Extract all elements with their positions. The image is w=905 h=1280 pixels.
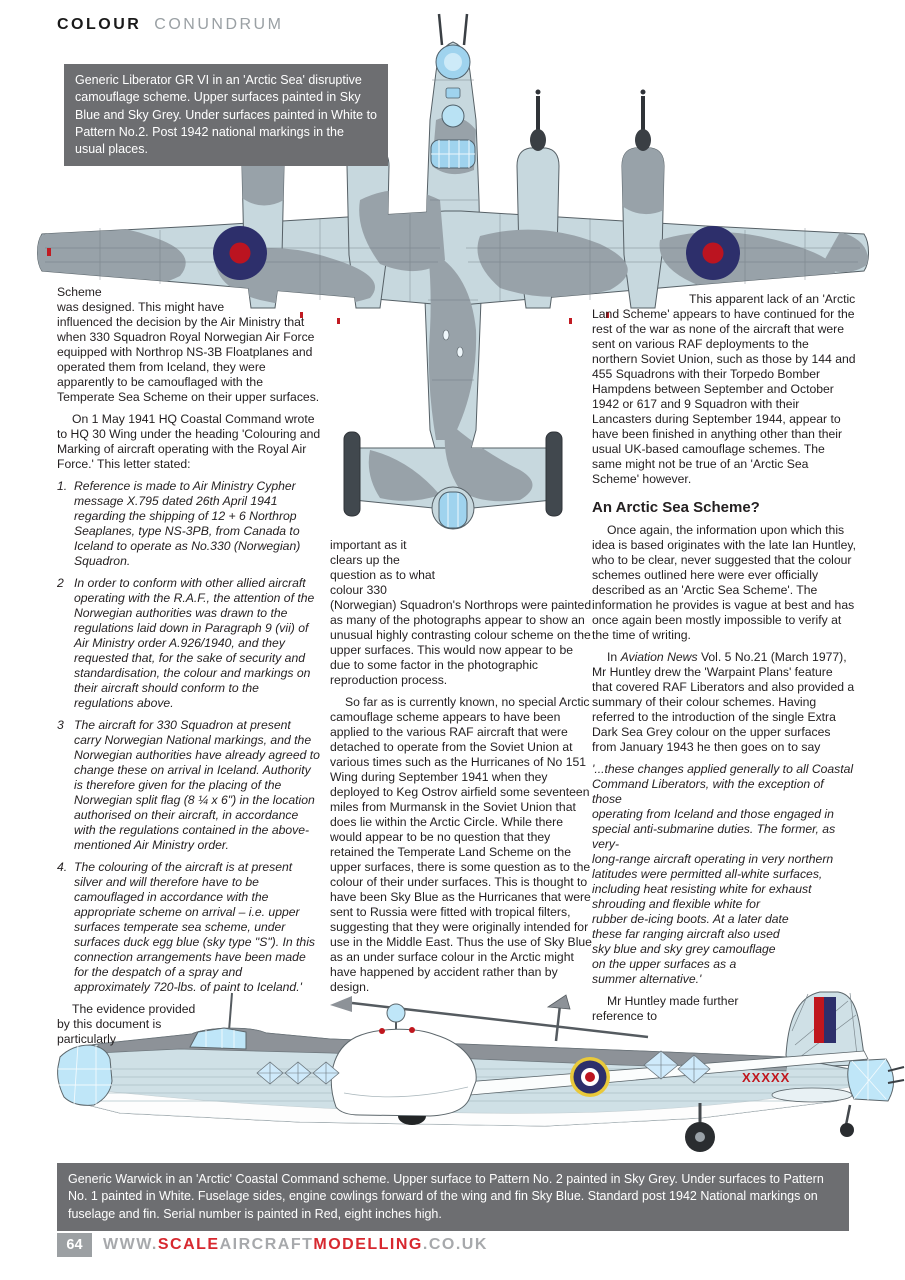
list-item: 3 The aircraft for 330 Squadron at prese…: [57, 718, 321, 853]
port-wing-tip: [330, 996, 352, 1012]
red-stencil-marks: [47, 248, 609, 324]
paragraph-text: Vol. 5 No.21 (March 1977), Mr Huntley dr…: [592, 650, 855, 755]
starboard-fin: [545, 431, 563, 517]
port-fin: [343, 431, 361, 517]
paragraph: The evidence provided by this document i…: [57, 1002, 196, 1046]
paragraph: This apparent lack of an 'Arctic Land Sc…: [592, 292, 856, 486]
caption-liberator: Generic Liberator GR VI in an 'Arctic Se…: [64, 64, 388, 167]
website-url: WWW.SCALEAIRCRAFTMODELLING.CO.UK: [103, 1236, 488, 1254]
paragraph: Once again, the information upon which t…: [592, 523, 856, 643]
cockpit-canopy: [189, 1027, 247, 1050]
quotation: '...these changes applied generally to a…: [592, 762, 854, 987]
white-belly: [66, 1081, 883, 1127]
waist-window: [456, 346, 464, 358]
page-title: COLOUR CONUNDRUM: [57, 16, 283, 34]
paragraph: Scheme was designed. This might have inf…: [57, 285, 320, 404]
list-text: The aircraft for 330 Squadron at present…: [74, 718, 320, 852]
list-text: The colouring of the aircraft is at pres…: [74, 860, 316, 994]
tail-wheel: [840, 1104, 854, 1137]
caption-liberator-text: Generic Liberator GR VI in an 'Arctic Se…: [75, 73, 378, 156]
paragraph: important as it clears up the question a…: [330, 538, 592, 687]
fin-flash-blue: [824, 997, 836, 1043]
publication-name: Aviation News: [620, 650, 698, 665]
fin-flash-red: [814, 997, 824, 1043]
page-number: 64: [57, 1233, 92, 1257]
caption-warwick-text: Generic Warwick in an 'Arctic' Coastal C…: [68, 1172, 824, 1221]
radio-mast: [546, 994, 571, 1042]
fuselage-windows-forward: [256, 1061, 340, 1085]
paragraph: Mr Huntley made further reference to: [592, 994, 739, 1024]
list-marker: 1.: [57, 479, 68, 493]
paragraph: In Aviation News Vol. 5 No.21 (March 197…: [592, 650, 856, 755]
list-marker: 3: [57, 718, 64, 732]
fuselage-roundel: [570, 1057, 610, 1097]
url-modelling: MODELLING: [313, 1236, 423, 1253]
list-marker: 2: [57, 576, 64, 590]
carb-intake: [398, 1116, 426, 1125]
paragraph: On 1 May 1941 HQ Coastal Command wrote t…: [57, 412, 321, 471]
port-roundel: [213, 226, 267, 280]
list-text: Reference is made to Air Ministry Cypher…: [74, 479, 301, 568]
engine-nacelle: [330, 1027, 477, 1125]
page-title-bold: COLOUR: [57, 16, 142, 33]
list-item: 2 In order to conform with other allied …: [57, 576, 321, 711]
list-item: 1. Reference is made to Air Ministry Cyp…: [57, 479, 321, 569]
serial-number: XXXXX: [742, 1070, 790, 1085]
nose-guns: [437, 13, 469, 46]
column-middle: important as it clears up the question a…: [330, 538, 594, 1002]
cockpit-glazing: [430, 44, 476, 169]
url-scale: SCALE: [157, 1236, 220, 1253]
caption-warwick: Generic Warwick in an 'Arctic' Coastal C…: [57, 1163, 849, 1231]
list-text: In order to conform with other allied ai…: [74, 576, 315, 710]
liberator-top-view-illustration: [37, 13, 869, 530]
dinghy-stowage: [771, 1087, 853, 1103]
list-marker: 4.: [57, 860, 68, 874]
fuselage-windows-aft: [643, 1050, 711, 1084]
tail-guns: [887, 1066, 905, 1084]
list-item: 4. The colouring of the aircraft is at p…: [57, 860, 321, 995]
nose-aerial-mast: [228, 992, 233, 1032]
page-title-light: CONUNDRUM: [154, 16, 284, 33]
page-footer: 64 WWW.SCALEAIRCRAFTMODELLING.CO.UK: [57, 1233, 488, 1257]
nose-turret: [57, 1044, 113, 1106]
column-left: Scheme was designed. This might have inf…: [57, 285, 321, 1054]
url-www: WWW.: [103, 1236, 158, 1253]
main-wheel: [685, 1103, 715, 1152]
url-aircraft: AIRCRAFT: [219, 1236, 314, 1253]
tail-turret: [431, 486, 475, 530]
tail-fin: [785, 991, 865, 1068]
warwick-side-view-illustration: XXXXX: [57, 991, 905, 1152]
column-right: This apparent lack of an 'Arctic Land Sc…: [592, 292, 856, 1031]
starboard-roundel: [686, 226, 740, 280]
tail-turret: [847, 1058, 905, 1102]
paragraph: So far as is currently known, no special…: [330, 695, 592, 994]
waist-window: [442, 329, 450, 341]
url-couk: .CO.UK: [422, 1236, 488, 1253]
section-heading: An Arctic Sea Scheme?: [592, 499, 760, 516]
paragraph-text: In: [607, 650, 621, 665]
